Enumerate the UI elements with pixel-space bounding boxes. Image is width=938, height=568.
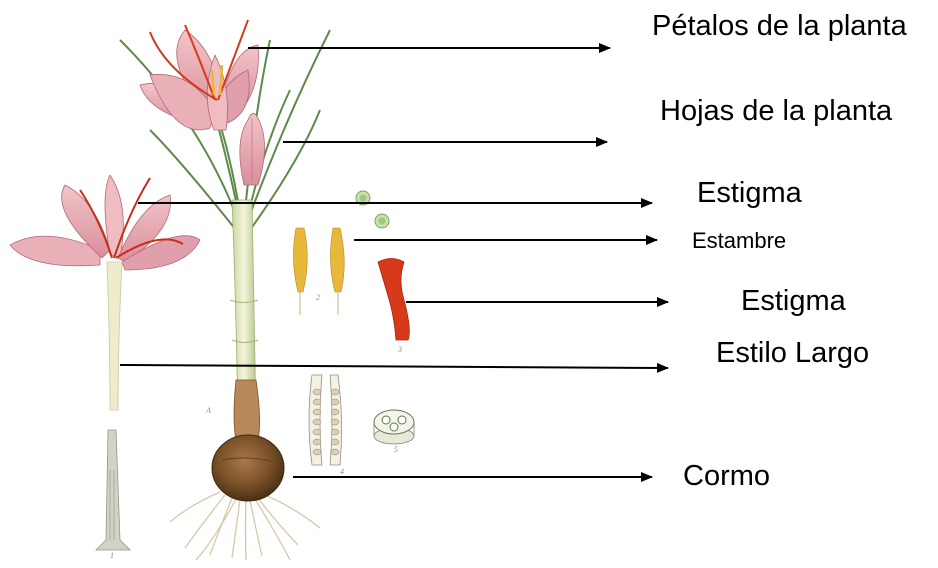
label-petalos: Pétalos de la planta bbox=[652, 12, 907, 41]
label-estigma-2: Estigma bbox=[741, 287, 846, 316]
corm bbox=[212, 435, 284, 501]
arrow-estilo bbox=[120, 365, 668, 368]
fig-label-5: 5 bbox=[394, 445, 398, 454]
fig-label-main: A bbox=[205, 406, 211, 415]
long-style bbox=[107, 262, 122, 410]
label-estigma-1: Estigma bbox=[697, 179, 802, 208]
ovary-section-detail: 5 bbox=[374, 410, 414, 454]
style-base bbox=[96, 430, 130, 550]
pollen-grains bbox=[356, 191, 389, 228]
main-flower bbox=[140, 30, 259, 130]
fig-label-2: 2 bbox=[316, 293, 320, 302]
label-estambre: Estambre bbox=[692, 230, 786, 252]
fig-label-4: 4 bbox=[340, 467, 344, 476]
label-estilo-largo: Estilo Largo bbox=[716, 339, 869, 368]
side-flower: 1 bbox=[10, 175, 200, 560]
fig-label-1: 1 bbox=[110, 551, 114, 560]
fig-label-3: 3 bbox=[397, 345, 402, 354]
label-cormo: Cormo bbox=[683, 462, 770, 491]
label-hojas: Hojas de la planta bbox=[660, 97, 892, 126]
stigma-detail: 3 bbox=[378, 259, 409, 355]
anther-section-detail: 4 bbox=[309, 375, 344, 476]
roots bbox=[170, 492, 320, 560]
stamen-detail: 2 bbox=[293, 228, 344, 315]
